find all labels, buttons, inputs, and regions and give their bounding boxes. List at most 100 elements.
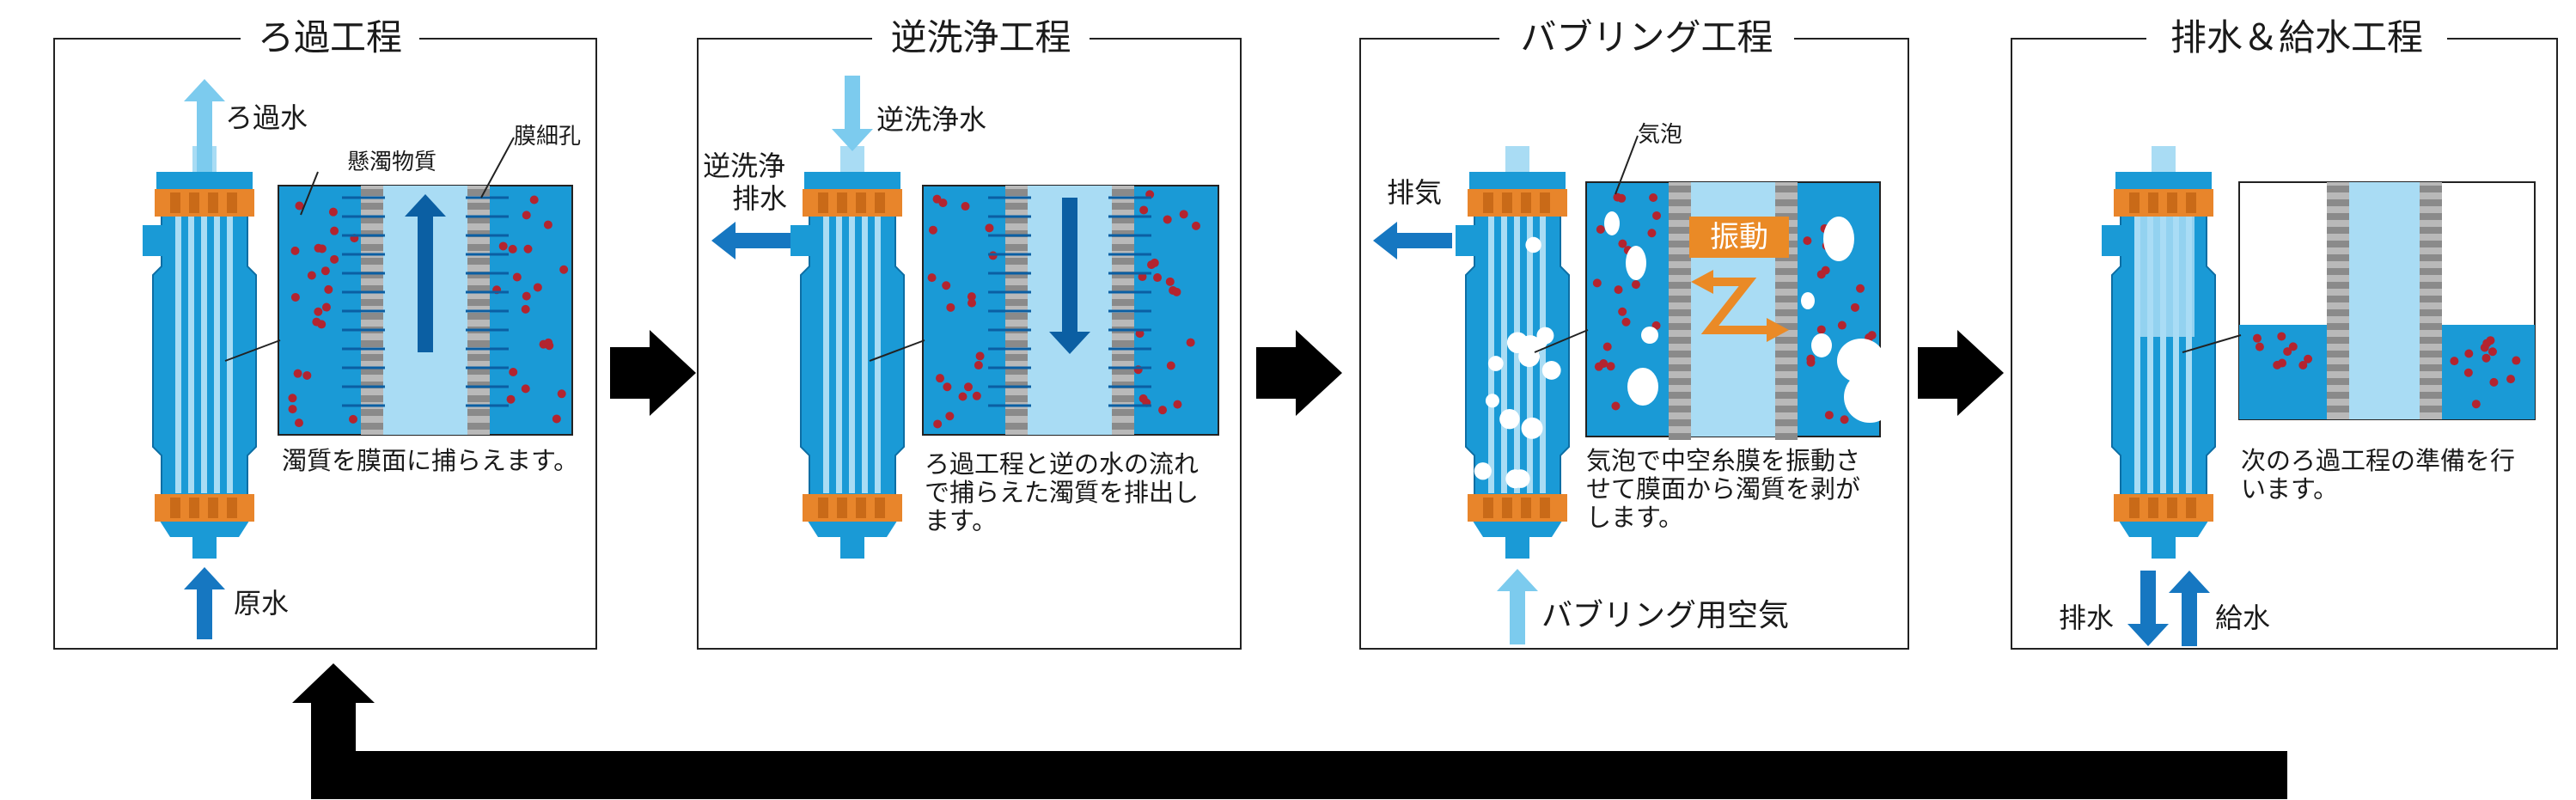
p1-particle <box>509 367 518 376</box>
p3-membrane-pore <box>1775 433 1798 440</box>
p3-vessel-cap-slot-top <box>1502 192 1512 213</box>
p2-membrane-pore <box>1112 258 1134 265</box>
p1-vessel-fiber <box>201 217 207 493</box>
p3-particle <box>1867 331 1877 340</box>
p4-particle <box>2481 353 2491 363</box>
process-arrow-right-icon <box>1256 330 1342 416</box>
p3-membrane-pore <box>1775 254 1798 261</box>
p2-particle <box>1166 361 1175 370</box>
p2-membrane-pore <box>1112 382 1134 388</box>
p2-vessel-fiber <box>836 217 842 493</box>
p2-vessel-cap-slot-bottom <box>856 498 866 518</box>
p3-vessel-bubble <box>1505 469 1525 489</box>
p2-vessel-fiber <box>875 217 881 493</box>
p1-membrane-pore <box>361 230 383 237</box>
p4-membrane-pore <box>2420 254 2442 261</box>
p2-particle <box>1173 400 1182 409</box>
p1-membrane-pore <box>467 299 490 306</box>
p1-membrane-pore <box>361 244 383 251</box>
p1-particle <box>506 394 516 404</box>
p4-membrane-pore <box>2420 337 2442 344</box>
p1-membrane-pore <box>467 217 490 223</box>
p1-out-arrow-head <box>184 79 225 101</box>
p4-membrane-pore <box>2420 364 2442 371</box>
p1-membrane-pore <box>361 272 383 278</box>
p2-particle <box>945 412 955 421</box>
caption-bubbling-line-2: せて膜面から濁質を剥が <box>1586 474 1861 504</box>
panel-bubbling <box>1359 38 1909 650</box>
p2-membrane-pore <box>1005 368 1028 375</box>
p2-membrane-pore <box>1112 395 1134 402</box>
p1-pore-leader-line <box>480 137 515 198</box>
panel-title-backwash: 逆洗浄工程 <box>872 12 1090 64</box>
p3-particle <box>1618 307 1627 316</box>
p2-particle <box>1172 287 1181 296</box>
p2-particle <box>942 281 951 290</box>
p2-vessel-fiber <box>862 217 868 493</box>
p3-particle <box>1649 192 1658 202</box>
p4-vessel-cap-slot-top <box>2186 192 2196 213</box>
p4-membrane-pore <box>2420 392 2442 399</box>
p1-vessel-fiber <box>175 217 181 493</box>
p1-membrane-pore <box>361 203 383 210</box>
caption-backwash-line-1: ろ過工程と逆の水の流れ <box>925 449 1199 479</box>
p3-vessel-cap-slot-bottom <box>1521 498 1531 518</box>
p4-membrane-pore <box>2420 351 2442 357</box>
p2-membrane-pore <box>1112 230 1134 237</box>
p3-vessel-bubble <box>1535 335 1548 349</box>
p4-membrane-pore <box>2420 268 2442 275</box>
p2-membrane-pore <box>1005 272 1028 278</box>
p3-particle <box>1856 284 1865 293</box>
p2-vessel-cap-slot-bottom <box>875 498 885 518</box>
p2-membrane-pore <box>1112 299 1134 306</box>
p3-particle <box>1850 302 1859 312</box>
p2-membrane-pore <box>1112 368 1134 375</box>
p2-in-arrow-head <box>832 129 873 151</box>
p1-particle <box>295 201 304 211</box>
p1-vessel-cap-slot-top <box>227 192 237 213</box>
p1-particle <box>330 226 339 235</box>
p4-vessel-side-port <box>2102 225 2122 256</box>
p4-membrane-pore <box>2420 309 2442 316</box>
p1-particle <box>559 265 569 274</box>
p3-vessel-neck-top <box>1505 146 1529 172</box>
p3-particle <box>1606 362 1615 371</box>
p1-membrane-pore <box>361 340 383 347</box>
p1-particle <box>314 243 323 253</box>
p3-particle <box>1611 401 1621 411</box>
p1-particle <box>523 244 533 253</box>
p3-membrane-pore <box>1669 296 1691 302</box>
caption-filtration: 濁質を膜面に捕らえます。 <box>282 446 579 475</box>
p4-vessel-neck-top <box>2152 146 2176 172</box>
p1-center-arrow-shaft <box>418 213 433 352</box>
p1-vessel-fiber <box>188 217 194 493</box>
label-membrane-pore: 膜細孔 <box>514 124 582 150</box>
label-bubbling-air: バブリング用空気 <box>1541 598 1790 633</box>
p3-particle <box>1621 317 1631 327</box>
p1-membrane-pore <box>361 423 383 430</box>
p2-particle <box>1163 215 1172 224</box>
p2-particle <box>933 419 943 429</box>
p3-vibration-head-right <box>1767 318 1789 342</box>
p2-membrane-pore <box>1112 189 1134 196</box>
p4-particle <box>2252 333 2262 343</box>
p3-zoom-leader-line <box>1534 329 1589 353</box>
p4-vessel-cap-slot-bottom <box>2167 498 2177 518</box>
p4-membrane-pore <box>2327 199 2349 206</box>
p1-membrane-pore <box>361 217 383 223</box>
p2-membrane-pore <box>1005 423 1028 430</box>
caption-backwash-line-3: ます。 <box>925 506 998 535</box>
p2-particle <box>967 298 976 308</box>
caption-drain-supply: 次のろ過工程の準備を行 います。 <box>2241 447 2515 504</box>
p3-zoom-bubble <box>1604 211 1620 235</box>
p3-zoom-bubble <box>1626 246 1646 280</box>
p4-membrane-pore <box>2327 227 2349 234</box>
p3-zoom-bubble <box>1823 217 1854 261</box>
p4-membrane-pore <box>2420 227 2442 234</box>
p1-membrane-pore <box>467 382 490 388</box>
p2-membrane-pore <box>1005 395 1028 402</box>
p3-vessel-bubble <box>1487 356 1504 371</box>
p4-particle <box>2487 347 2497 357</box>
p2-membrane-pore <box>1005 244 1028 251</box>
